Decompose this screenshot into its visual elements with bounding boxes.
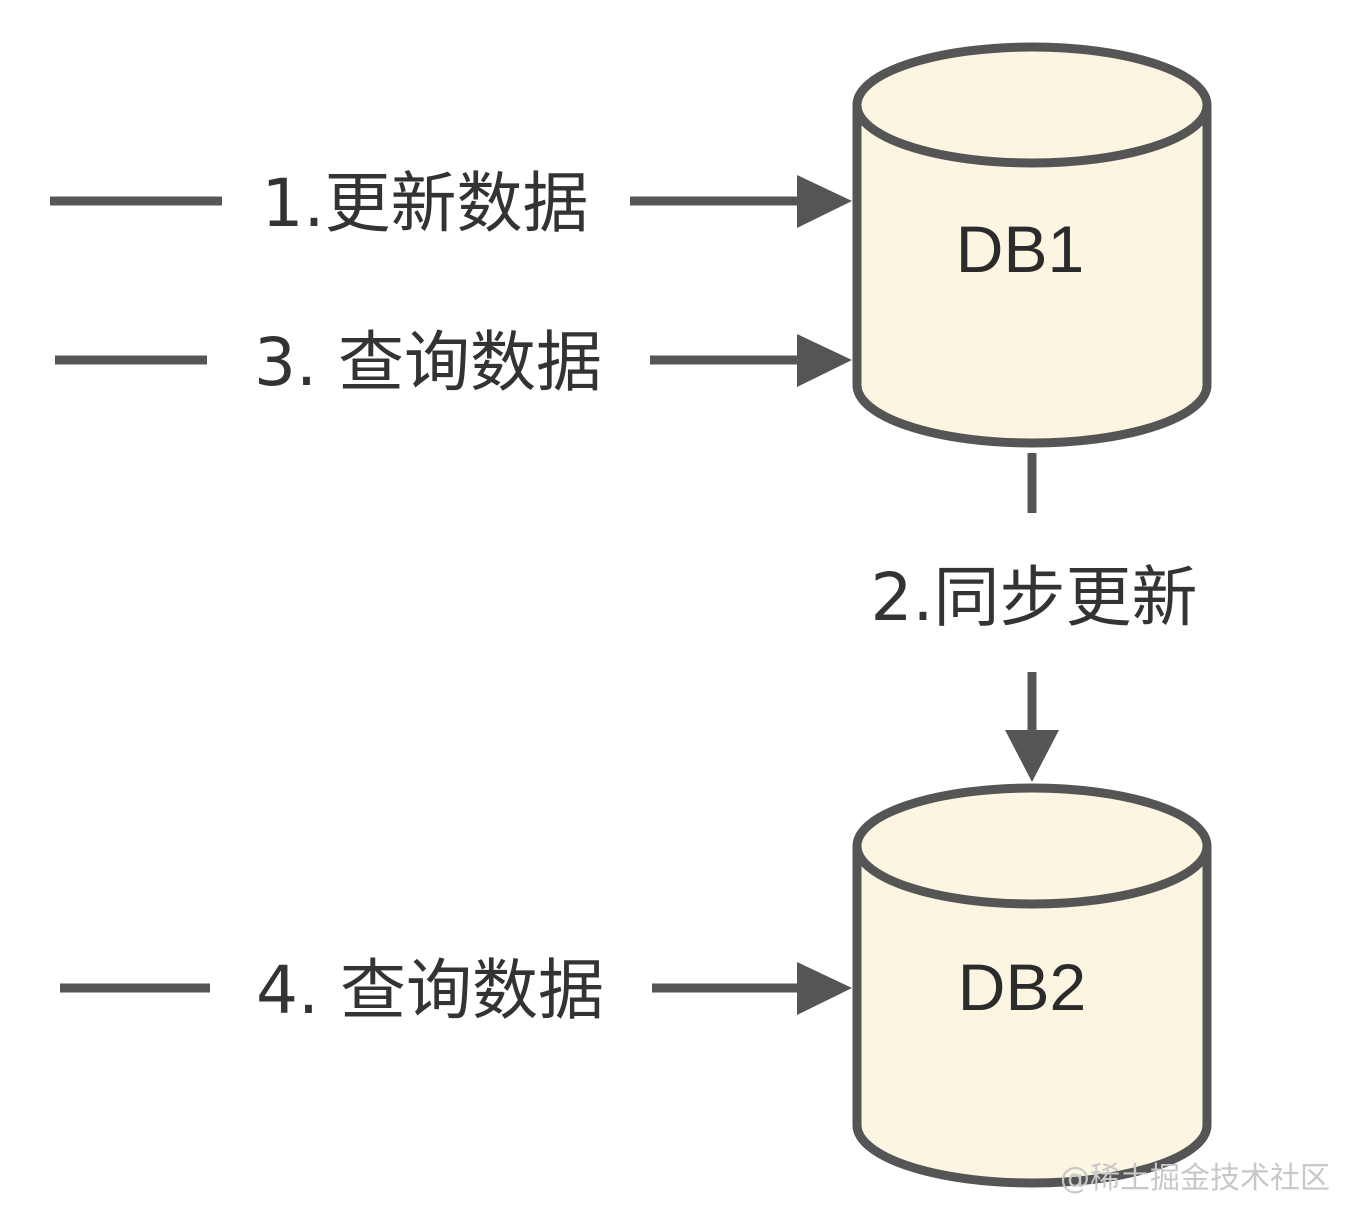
step4-label: 4. 查询数据 (256, 952, 604, 1029)
db2-label: DB2 (958, 950, 1086, 1024)
step2-label: 2.同步更新 (871, 559, 1198, 636)
step3-connector: 3. 查询数据 (55, 324, 852, 401)
db2-cylinder: DB2 (852, 783, 1212, 1188)
step1-arrowhead (797, 175, 852, 228)
step3-arrowhead (797, 334, 852, 387)
step4-connector: 4. 查询数据 (60, 952, 852, 1029)
step1-connector: 1.更新数据 (50, 165, 852, 242)
step4-arrowhead (797, 962, 852, 1015)
db1-label: DB1 (956, 212, 1084, 286)
step2-connector: 2.同步更新 (871, 453, 1198, 782)
step1-label: 1.更新数据 (262, 165, 589, 242)
db1-cylinder: DB1 (852, 42, 1212, 448)
step3-label: 3. 查询数据 (254, 324, 602, 401)
watermark-text: @稀土掘金技术社区 (1060, 1161, 1330, 1196)
step2-arrowhead (1005, 730, 1059, 782)
